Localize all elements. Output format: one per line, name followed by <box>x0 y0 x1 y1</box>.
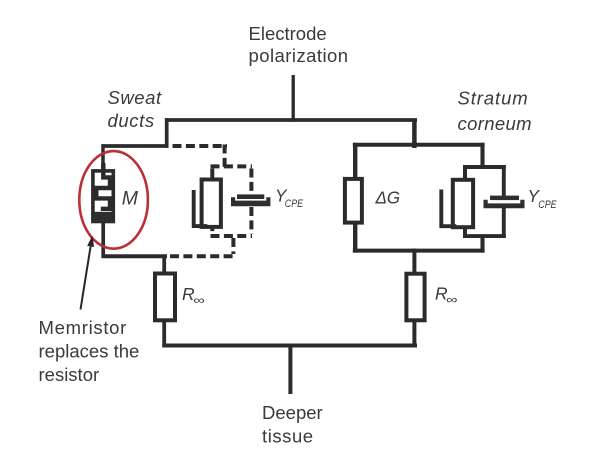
svg-text:corneum: corneum <box>458 113 532 134</box>
svg-text:R: R <box>182 284 195 304</box>
svg-text:∞: ∞ <box>193 295 205 307</box>
svg-text:∞: ∞ <box>446 294 458 306</box>
svg-text:Sweat: Sweat <box>108 87 162 108</box>
svg-text:Y: Y <box>528 186 541 206</box>
svg-text:Deeper: Deeper <box>262 402 323 423</box>
svg-text:tissue: tissue <box>262 425 314 446</box>
svg-text:Y: Y <box>275 185 288 205</box>
svg-text:polarization: polarization <box>249 45 349 66</box>
svg-text:CPE: CPE <box>538 199 557 211</box>
svg-text:ΔG: ΔG <box>375 188 400 208</box>
svg-text:Electrode: Electrode <box>249 23 327 44</box>
svg-text:M: M <box>122 188 139 210</box>
svg-text:CPE: CPE <box>285 198 304 210</box>
svg-text:replaces the: replaces the <box>39 341 140 362</box>
svg-text:Stratum: Stratum <box>458 87 529 108</box>
svg-text:R: R <box>435 284 448 304</box>
svg-text:resistor: resistor <box>39 364 100 385</box>
svg-text:ducts: ducts <box>108 110 155 131</box>
svg-text:Memristor: Memristor <box>39 317 128 338</box>
